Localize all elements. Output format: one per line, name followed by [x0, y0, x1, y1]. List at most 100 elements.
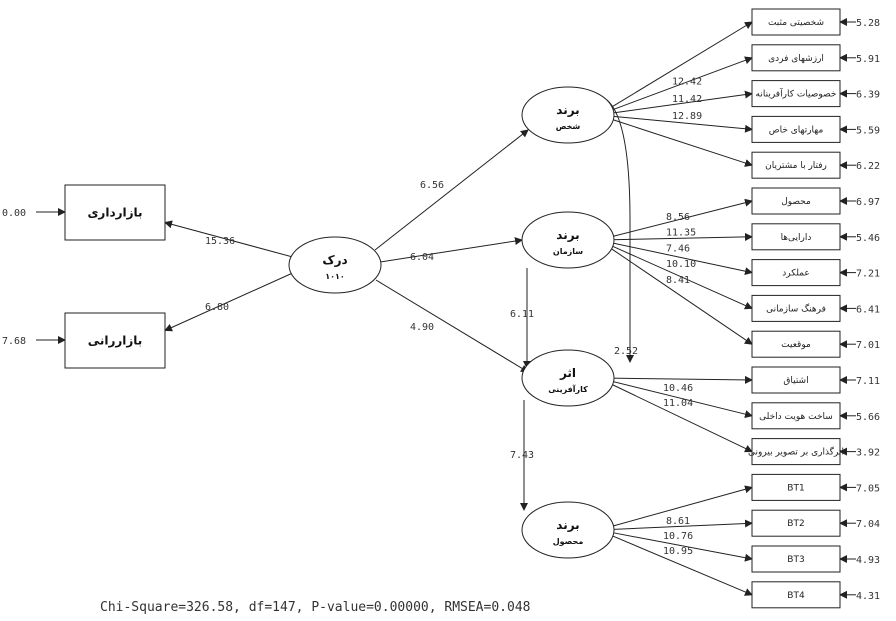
error-variance-11: 7.11: [856, 376, 880, 387]
structural-arrow-DRK-B3: [375, 279, 529, 373]
indicator-box-L2: [64, 312, 166, 369]
loading-arrow-16: [610, 531, 753, 562]
indicator-label-4: مهارتهای خاص: [769, 125, 824, 135]
latent-label-B2: برند: [556, 228, 579, 242]
indicator-label-5: رفتار با مشتریان: [765, 161, 827, 171]
loading-value-2: 12.42: [672, 77, 702, 88]
indicator-label-13: اثرگذاری بر تصویر بیرونی: [748, 446, 844, 458]
loading-arrow-13: [610, 383, 753, 453]
loading-value-7: 11.35: [666, 228, 696, 239]
latent-sublabel-B2: سازمان: [553, 247, 583, 256]
indicator-box-14: [751, 473, 841, 501]
error-variance-9: 6.41: [856, 304, 880, 315]
indicator-box-2: [751, 44, 841, 72]
indicator-label-2: ارزشهای فردی: [768, 54, 824, 64]
loading-arrow-L1: [164, 220, 293, 258]
error-variance-7: 5.46: [856, 233, 880, 244]
loading-value-8: 7.46: [666, 243, 690, 254]
loading-arrow-L2: [164, 272, 293, 332]
loading-value-L1: 15.36: [205, 236, 235, 247]
latent-label-DRK: درک: [322, 253, 347, 267]
loading-value-10: 8.41: [666, 275, 690, 286]
structural-value-DRK-B1: 6.56: [420, 180, 444, 191]
structural-arrow-DRK-B2: [379, 237, 523, 263]
loading-value-13: 11.04: [663, 398, 693, 409]
loading-arrow-12: [610, 380, 753, 419]
indicator-box-1: [751, 8, 841, 36]
error-variance-L2: 7.68: [2, 336, 26, 347]
error-variance-5: 6.22: [856, 161, 880, 172]
error-variance-1: 5.28: [856, 18, 880, 29]
error-variance-17: 4.31: [856, 591, 880, 602]
error-variance-3: 6.39: [856, 90, 880, 101]
error-variance-15: 7.04: [856, 519, 880, 530]
indicator-label-11: اشتیاق: [783, 376, 808, 386]
indicator-label-9: فرهنگ سازمانی: [766, 302, 826, 314]
indicator-box-4: [751, 115, 841, 143]
indicator-box-L1: [64, 184, 166, 241]
loading-arrow-8: [610, 242, 753, 276]
indicator-label-14: BT1: [787, 483, 804, 493]
loading-arrow-5: [610, 118, 753, 167]
error-variance-16: 4.93: [856, 555, 880, 566]
loading-arrow-4: [610, 115, 753, 133]
indicator-box-16: [751, 545, 841, 573]
indicator-box-11: [751, 366, 841, 394]
loading-arrow-14: [610, 485, 753, 528]
indicator-box-7: [751, 223, 841, 251]
indicator-label-3: خصوصیات کارآفرینانه: [756, 88, 837, 100]
latent-B4: [521, 501, 615, 559]
loading-arrow-7: [610, 232, 753, 241]
indicator-label-17: BT4: [787, 591, 805, 601]
indicator-box-6: [751, 187, 841, 215]
error-variance-8: 7.21: [856, 269, 880, 280]
indicator-label-16: BT3: [787, 555, 804, 565]
structural-value-DRK-B3: 4.90: [410, 322, 434, 333]
loading-arrow-10: [610, 247, 753, 345]
indicator-label-15: BT2: [787, 519, 804, 529]
error-variance-4: 5.59: [856, 125, 880, 136]
loading-value-4: 12.89: [672, 111, 702, 122]
loading-arrow-2: [610, 56, 753, 111]
loading-value-12: 10.46: [663, 383, 693, 394]
indicator-box-13: [751, 438, 841, 466]
loading-value-6: 8.56: [666, 212, 690, 223]
error-variance-2: 5.91: [856, 54, 880, 65]
indicator-box-15: [751, 509, 841, 537]
latent-sublabel-DRK: ۱۰۱۰: [325, 272, 345, 281]
structural-value-B3-B4: 7.43: [510, 450, 534, 461]
error-variance-10: 7.01: [856, 340, 880, 351]
loading-arrow-11: [610, 375, 753, 384]
loading-value-9: 10.10: [666, 259, 696, 270]
indicator-box-5: [751, 151, 841, 179]
indicator-label-12: ساخت هویت داخلی: [759, 412, 833, 422]
latent-label-B3: اثر: [559, 366, 576, 380]
indicator-label-8: عملکرد: [782, 269, 810, 279]
structural-value-DRK-B2: 6.04: [410, 252, 434, 263]
error-variance-13: 3.92: [856, 448, 880, 459]
indicator-label-L1: بازارداری: [87, 206, 142, 220]
error-variance-14: 7.05: [856, 483, 880, 494]
indicator-label-7: دارایی‌ها: [781, 233, 812, 243]
loading-arrow-15: [610, 519, 753, 530]
latent-sublabel-B4: محصول: [553, 537, 584, 546]
indicator-label-10: موقعیت: [781, 340, 811, 350]
structural-value-B2-B3: 6.11: [510, 309, 534, 320]
indicator-label-1: شخصیتی مثبت: [768, 18, 824, 28]
latent-sublabel-B1: شخص: [556, 122, 581, 132]
loading-value-17: 10.95: [663, 546, 693, 557]
loading-arrow-1: [610, 21, 753, 108]
latent-DRK: [288, 236, 382, 294]
fit-statistics: Chi-Square=326.58, df=147, P-value=0.000…: [100, 600, 530, 615]
loading-arrow-3: [610, 90, 753, 114]
latent-label-B4: برند: [556, 518, 579, 532]
indicator-box-3: [751, 80, 841, 108]
latent-B3: [521, 349, 615, 407]
indicator-label-L2: بازاررانی: [88, 334, 143, 348]
indicator-box-12: [751, 402, 841, 430]
structural-value-B1-B3: 2.52: [614, 346, 638, 357]
loading-arrow-9: [610, 245, 753, 310]
error-variance-12: 5.66: [856, 412, 880, 423]
indicator-box-9: [751, 294, 841, 322]
